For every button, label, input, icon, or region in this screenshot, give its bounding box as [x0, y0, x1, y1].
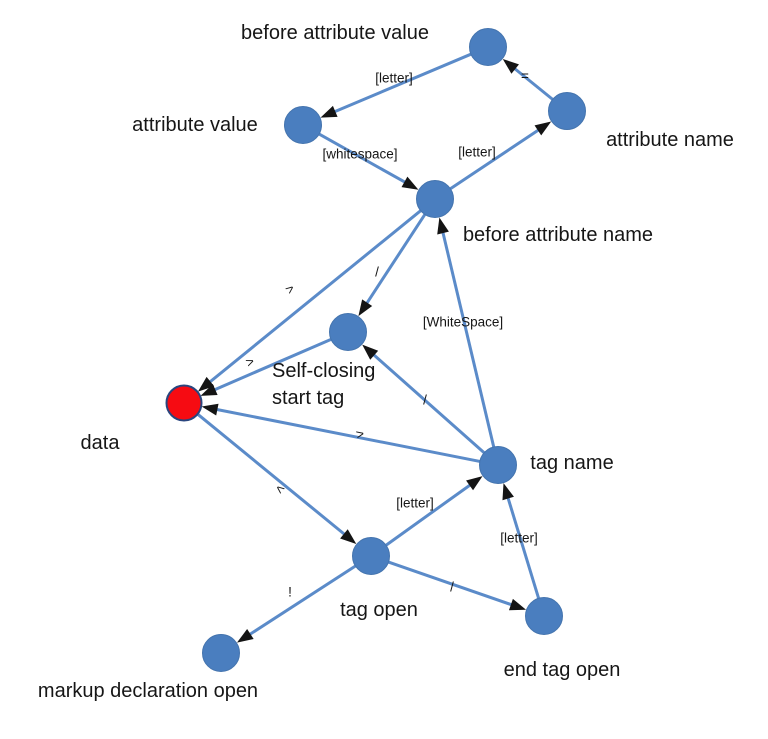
edge-tag-name-to-before-attribute-name: [437, 217, 496, 448]
edge-line: [440, 227, 496, 448]
state-node-tag-open: [352, 537, 390, 575]
edge-tag-open-to-tag-name: [385, 476, 483, 547]
state-label-end-tag-open: end tag open: [504, 659, 621, 681]
edge-label: [letter]: [458, 145, 496, 160]
state-label-data: data: [81, 432, 121, 454]
state-label-line: Self-closing: [272, 360, 375, 382]
state-node-before-attribute-value: [469, 28, 507, 66]
state-node-attribute-value: [284, 106, 322, 144]
edge-label: [WhiteSpace]: [423, 315, 503, 330]
edge-line: [196, 412, 349, 539]
edge-line: [510, 64, 554, 101]
arrowhead-icon: [508, 598, 527, 611]
arrowhead-icon: [200, 383, 218, 396]
state-node-before-attribute-name: [416, 180, 454, 218]
edge-before-attribute-name-to-data: [197, 209, 422, 392]
edge-data-to-tag-open: [196, 412, 357, 544]
state-label-line: start tag: [272, 387, 344, 409]
arrowhead-icon: [362, 344, 379, 360]
edge-line: [369, 350, 486, 454]
state-label-attribute-name: attribute name: [606, 129, 734, 151]
state-node-data: [165, 384, 203, 422]
edge-line: [449, 126, 543, 190]
edge-line: [210, 337, 332, 393]
state-node-markup-declaration-open: [202, 634, 240, 672]
edge-tag-open-to-markup-declaration-open: [236, 564, 357, 643]
edge-label: =: [521, 69, 529, 84]
state-label-tag-name: tag name: [530, 452, 613, 474]
edge-tag-name-to-self-closing-start-tag: [362, 344, 486, 454]
edge-line: [212, 407, 481, 463]
edge-label: >: [243, 354, 256, 371]
state-label-attribute-value: attribute value: [132, 114, 258, 136]
edge-label: [letter]: [375, 71, 413, 86]
arrowhead-icon: [236, 628, 254, 643]
arrowhead-icon: [340, 529, 357, 544]
edge-label: /: [375, 265, 379, 280]
state-label-markup-declaration-open: markup declaration open: [38, 680, 258, 702]
edge-label: [whitespace]: [322, 147, 397, 162]
edge-label: <: [272, 481, 288, 498]
arrowhead-icon: [358, 299, 373, 317]
edge-line: [330, 52, 472, 115]
arrowhead-icon: [466, 476, 483, 491]
state-label-tag-open: tag open: [340, 599, 418, 621]
arrowhead-icon: [401, 176, 419, 190]
edge-label: >: [282, 281, 298, 298]
state-node-self-closing-start-tag: [329, 313, 367, 351]
edge-before-attribute-name-to-attribute-name: [449, 121, 552, 190]
state-node-attribute-name: [548, 92, 586, 130]
edge-line: [363, 213, 427, 308]
arrowhead-icon: [502, 483, 514, 501]
arrowhead-icon: [197, 376, 215, 392]
edge-tag-open-to-end-tag-open: [387, 560, 527, 611]
state-node-tag-name: [479, 446, 517, 484]
edge-label: /: [450, 580, 454, 595]
arrowhead-icon: [201, 403, 219, 416]
edge-label: [letter]: [500, 531, 538, 546]
state-label-before-attribute-value: before attribute value: [241, 22, 429, 44]
edge-before-attribute-name-to-self-closing-start-tag: [358, 213, 427, 317]
arrowhead-icon: [437, 217, 449, 235]
edge-line: [318, 132, 410, 186]
edge-tag-name-to-data: [201, 403, 481, 463]
state-node-end-tag-open: [525, 597, 563, 635]
edge-line: [505, 493, 541, 599]
edge-line: [205, 209, 422, 386]
arrowhead-icon: [320, 105, 338, 118]
edge-end-tag-open-to-tag-name: [502, 483, 541, 599]
state-label-self-closing-start-tag: Self-closing start tag: [272, 360, 375, 409]
edge-label: >: [355, 426, 366, 442]
edge-before-attribute-value-to-attribute-value: [320, 52, 472, 118]
arrowhead-icon: [502, 58, 519, 74]
edge-label: /: [423, 393, 427, 408]
edge-label: [letter]: [396, 496, 434, 511]
edge-label: !: [288, 585, 292, 600]
edge-self-closing-start-tag-to-data: [200, 337, 332, 396]
edge-line: [245, 564, 357, 638]
arrowhead-icon: [534, 121, 552, 136]
edge-line: [387, 560, 517, 608]
edge-line: [385, 481, 475, 547]
edge-attribute-value-to-before-attribute-name: [318, 132, 419, 190]
edge-attribute-name-to-before-attribute-value: [502, 58, 554, 101]
state-label-before-attribute-name: before attribute name: [463, 224, 653, 246]
